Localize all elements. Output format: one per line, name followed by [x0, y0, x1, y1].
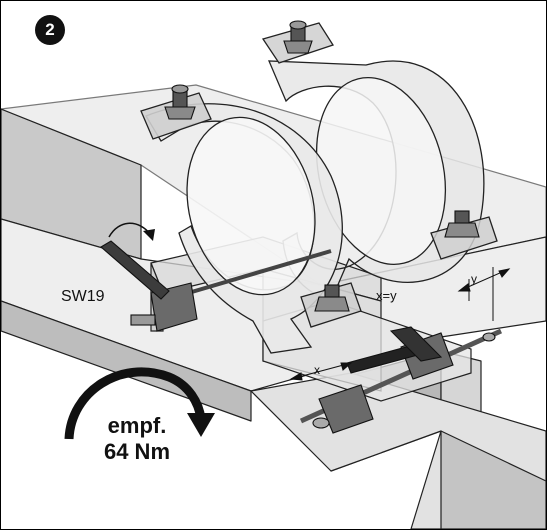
- clamping-hardware: [100, 240, 503, 434]
- torque-label: empf. 64 Nm: [77, 413, 197, 465]
- bolt-front-top: [164, 84, 196, 120]
- dimension-lines: [289, 267, 511, 381]
- front-pipe-clamp: [140, 92, 362, 354]
- wrench-size-label: SW19: [61, 288, 105, 305]
- bolt-rear-top: [283, 20, 313, 54]
- torque-line-1: empf.: [107, 413, 167, 438]
- bolt-rear-bottom: [444, 210, 480, 238]
- dimension-y-label: y: [471, 272, 477, 286]
- step-number-badge: 2: [35, 15, 65, 45]
- torque-arrow-head: [187, 413, 215, 437]
- bolt-front-bottom: [314, 284, 350, 312]
- torque-line-2: 64 Nm: [103, 439, 171, 464]
- spacing-rule-label: x=y: [376, 288, 397, 303]
- dimension-x-label: x: [314, 363, 320, 377]
- curved-arrow-head: [143, 229, 155, 241]
- clamp-bolts: [164, 20, 480, 312]
- torque-arrow-icon: [64, 367, 206, 440]
